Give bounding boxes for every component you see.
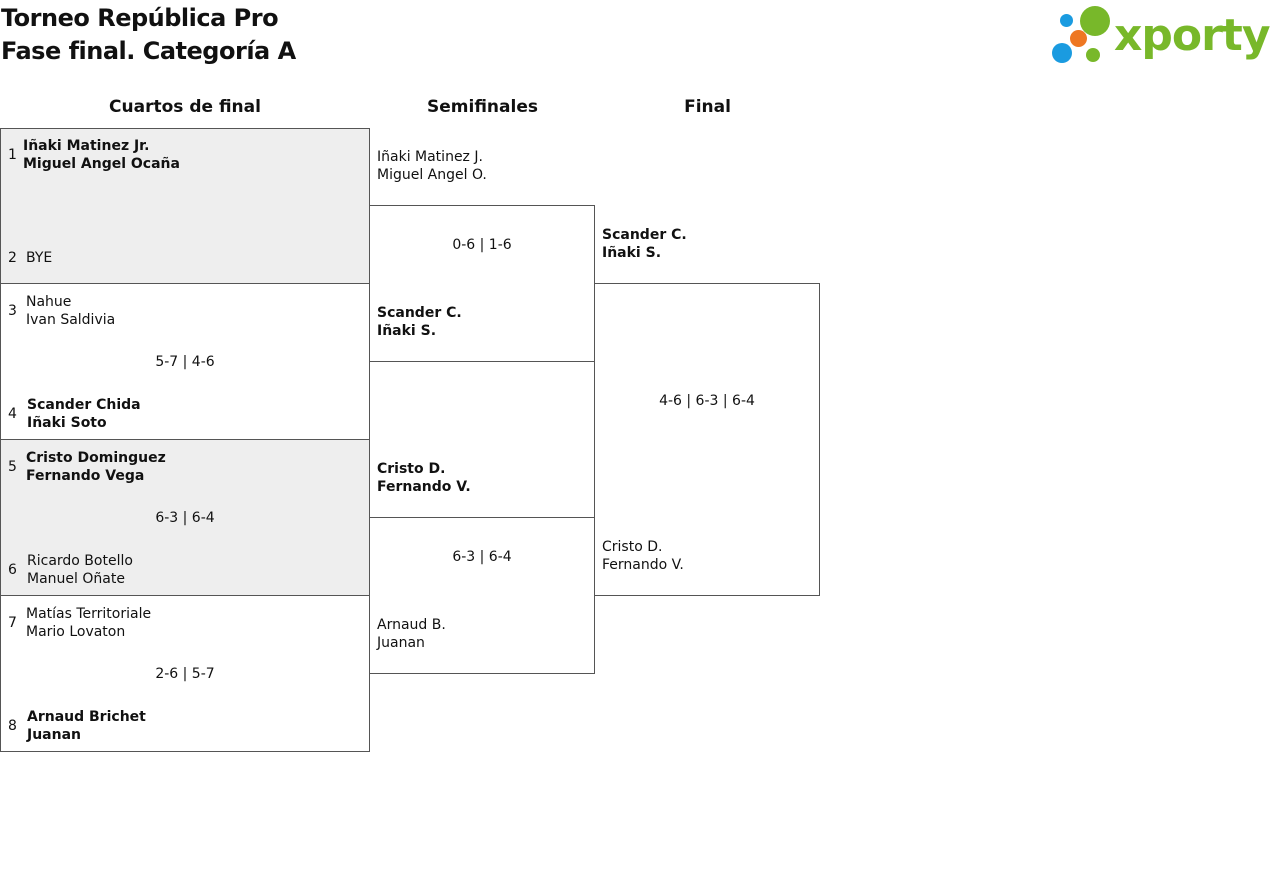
final-team-top: Scander C. Iñaki S. <box>602 226 687 262</box>
team-seed-4: Scander Chida Iñaki Soto <box>27 396 141 432</box>
xporty-logo[interactable]: xporty <box>1050 4 1276 68</box>
player-name: Cristo D. <box>602 539 663 555</box>
team-seed-2: BYE <box>26 249 52 267</box>
player-name: Iñaki Matinez Jr. <box>23 138 150 154</box>
player-name: Cristo D. <box>377 461 446 477</box>
player-name: Ricardo Botello <box>27 553 133 569</box>
player-name: Manuel Oñate <box>27 571 125 587</box>
round-header-quarterfinals: Cuartos de final <box>109 97 261 117</box>
team-seed-5: Cristo Dominguez Fernando Vega <box>26 449 166 485</box>
player-name: Cristo Dominguez <box>26 450 166 466</box>
player-name: Iñaki S. <box>602 245 662 261</box>
match-score: 0-6 | 1-6 <box>452 237 512 253</box>
round-header-semifinals: Semifinales <box>427 97 538 117</box>
seed-number: 3 <box>8 303 17 319</box>
team-seed-7: Matías Territoriale Mario Lovaton <box>26 605 151 641</box>
player-name: Miguel Angel Ocaña <box>23 156 180 172</box>
sf2-team-bottom: Arnaud B. Juanan <box>377 616 446 652</box>
logo-dot-green-small <box>1086 48 1100 62</box>
match-score: 2-6 | 5-7 <box>155 666 215 682</box>
qf-match-2[interactable]: 3 Nahue Ivan Saldivia 5-7 | 4-6 4 Scande… <box>0 283 370 440</box>
match-score: 6-3 | 6-4 <box>452 549 512 565</box>
player-name: Miguel Angel O. <box>377 167 487 183</box>
sf-match-1[interactable]: 0-6 | 1-6 Scander C. Iñaki S. <box>369 205 595 362</box>
player-name: Juanan <box>27 727 82 743</box>
sf-match-2[interactable]: 6-3 | 6-4 Arnaud B. Juanan <box>369 517 595 674</box>
seed-number: 4 <box>8 406 17 422</box>
team-seed-6: Ricardo Botello Manuel Oñate <box>27 552 133 588</box>
seed-number: 7 <box>8 615 17 631</box>
seed-number: 2 <box>8 250 17 266</box>
team-seed-8: Arnaud Brichet Juanan <box>27 708 146 744</box>
final-team-bottom: Cristo D. Fernando V. <box>602 538 684 574</box>
match-score: 5-7 | 4-6 <box>155 354 215 370</box>
final-match[interactable]: 4-6 | 6-3 | 6-4 Cristo D. Fernando V. <box>594 283 820 596</box>
player-name: Scander C. <box>377 305 462 321</box>
team-seed-1: Iñaki Matinez Jr. Miguel Angel Ocaña <box>23 137 180 173</box>
tournament-title: Torneo República Pro <box>1 4 279 32</box>
player-name: Nahue <box>26 294 72 310</box>
match-score: 4-6 | 6-3 | 6-4 <box>659 393 755 409</box>
player-name: Scander Chida <box>27 397 141 413</box>
sf1-team-bottom: Scander C. Iñaki S. <box>377 304 462 340</box>
player-name: Arnaud Brichet <box>27 709 146 725</box>
player-name: Scander C. <box>602 227 687 243</box>
round-header-final: Final <box>684 97 731 117</box>
team-seed-3: Nahue Ivan Saldivia <box>26 293 115 329</box>
seed-number: 5 <box>8 459 17 475</box>
player-name: Mario Lovaton <box>26 624 126 640</box>
player-name: Fernando Vega <box>26 468 145 484</box>
phase-subtitle: Fase final. Categoría A <box>1 37 296 65</box>
logo-dot-blue <box>1052 43 1072 63</box>
player-name: Arnaud B. <box>377 617 446 633</box>
match-score: 6-3 | 6-4 <box>155 510 215 526</box>
player-name: BYE <box>26 250 53 266</box>
logo-dot-green <box>1080 6 1110 36</box>
player-name: Iñaki Matinez J. <box>377 149 483 165</box>
sf2-team-top: Cristo D. Fernando V. <box>377 460 471 496</box>
player-name: Fernando V. <box>377 479 471 495</box>
logo-dot-orange <box>1070 30 1087 47</box>
player-name: Ivan Saldivia <box>26 312 116 328</box>
player-name: Fernando V. <box>602 557 684 573</box>
player-name: Iñaki S. <box>377 323 437 339</box>
player-name: Juanan <box>377 635 425 651</box>
player-name: Iñaki Soto <box>27 415 107 431</box>
qf-match-4[interactable]: 7 Matías Territoriale Mario Lovaton 2-6 … <box>0 595 370 752</box>
seed-number: 8 <box>8 718 17 734</box>
sf1-team-top: Iñaki Matinez J. Miguel Angel O. <box>377 148 487 184</box>
player-name: Matías Territoriale <box>26 606 152 622</box>
qf-match-3[interactable]: 5 Cristo Dominguez Fernando Vega 6-3 | 6… <box>0 439 370 596</box>
logo-dot-blue-small <box>1060 14 1073 27</box>
qf-match-1[interactable]: 1 Iñaki Matinez Jr. Miguel Angel Ocaña 2… <box>0 128 370 284</box>
seed-number: 1 <box>8 147 17 163</box>
logo-wordmark: xporty <box>1114 10 1271 61</box>
seed-number: 6 <box>8 562 17 578</box>
